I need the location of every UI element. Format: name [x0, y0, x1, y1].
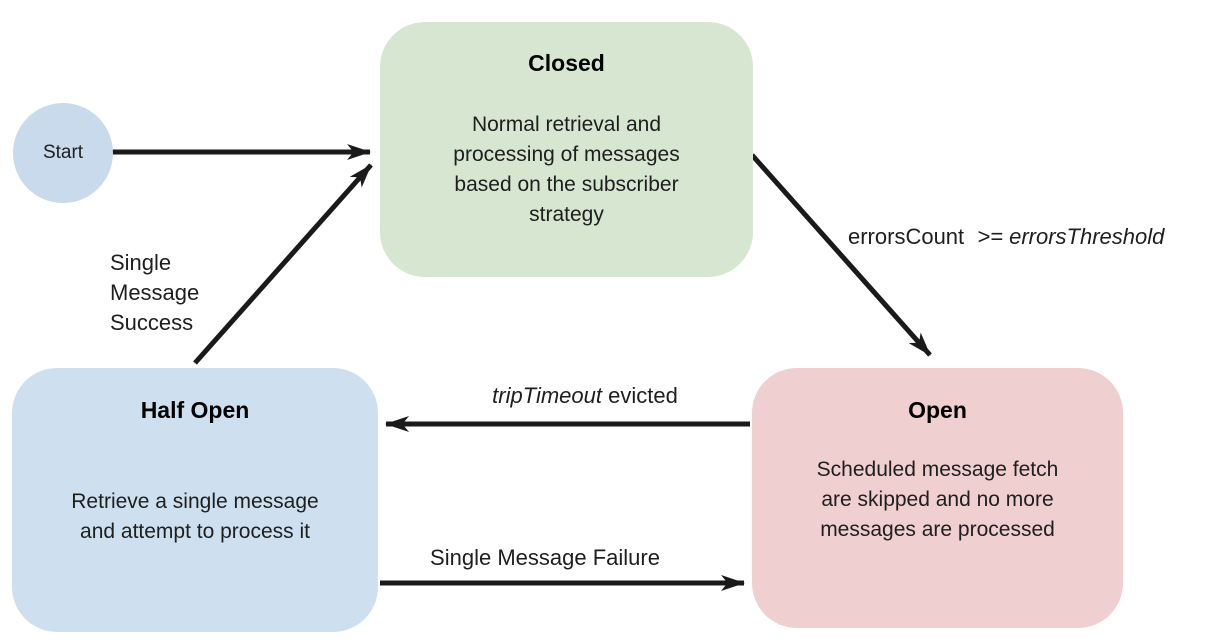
edge-label-line: Success — [110, 310, 194, 335]
evicted-text: evicted — [608, 383, 678, 408]
node-open: Open Scheduled message fetch are skipped… — [752, 368, 1123, 628]
trip-timeout-text: tripTimeout — [492, 383, 602, 408]
node-closed-body-line: processing of messages — [453, 143, 680, 166]
node-closed: Closed Normal retrieval and processing o… — [380, 22, 753, 277]
node-half-open-body: Retrieve a single message and attempt to… — [12, 487, 378, 547]
node-start-label: Start — [42, 142, 84, 163]
node-open-title: Open — [908, 397, 967, 423]
node-open-body: Scheduled message fetch are skipped and … — [752, 455, 1123, 545]
node-closed-body-line: Normal retrieval and — [471, 113, 662, 136]
edge-label-line: Message — [110, 280, 200, 305]
node-closed-title: Closed — [528, 50, 605, 76]
errors-count-text: errorsCount — [848, 224, 965, 249]
node-closed-body-line: strategy — [529, 203, 604, 226]
node-open-body-line: are skipped and no more — [821, 488, 1054, 511]
edge-label-single-message-failure: Single Message Failure — [430, 545, 660, 570]
edge-label-errors-condition: errorsCount >= errorsThreshold — [848, 224, 1164, 250]
node-open-body-line: Scheduled message fetch — [816, 458, 1059, 481]
edge-label-trip-timeout: tripTimeout evicted — [420, 383, 750, 409]
edge-label-single-message-success: Single Message Success — [110, 248, 199, 338]
node-closed-body: Normal retrieval and processing of messa… — [380, 110, 753, 230]
node-half-open-title: Half Open — [140, 397, 250, 423]
node-half-open-body-line: and attempt to process it — [80, 520, 310, 543]
node-half-open-body-line: Retrieve a single message — [71, 490, 319, 513]
errors-threshold-text: >= errorsThreshold — [977, 224, 1165, 249]
edge-label-line: Single — [110, 250, 172, 275]
node-closed-body-line: based on the subscriber — [454, 173, 679, 196]
edge-half-open-to-closed — [193, 163, 373, 365]
node-half-open: Half Open Retrieve a single message and … — [12, 368, 378, 632]
node-start: Start — [13, 103, 113, 203]
edge-closed-to-open — [750, 153, 932, 357]
node-open-body-line: messages are processed — [820, 518, 1055, 541]
